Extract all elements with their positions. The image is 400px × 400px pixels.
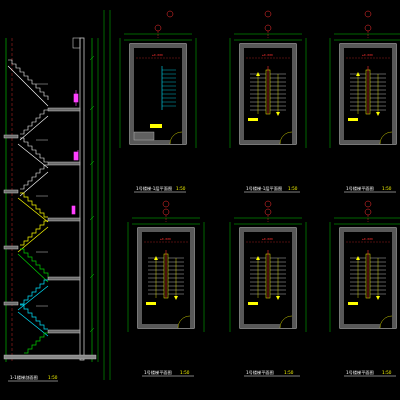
plan-top-1-scale: 1:50 bbox=[176, 186, 186, 191]
plan-bottom-1-caption: 1号楼梯平面图 1:50 bbox=[142, 369, 194, 377]
section-dim-ticks bbox=[89, 55, 95, 333]
plan-top-3-title: 1号楼梯平面图 bbox=[346, 185, 374, 192]
plan-bottom-3-caption: 1号楼梯平面图 1:50 bbox=[344, 369, 396, 377]
plan-top-2-caption: 1号楼梯-1层平面图 1:50 bbox=[244, 185, 300, 193]
section-scale: 1:50 bbox=[48, 375, 58, 380]
plan-bottom-2-scale: 1:50 bbox=[284, 370, 294, 375]
plan-bottom-2-title: 1号楼梯平面图 bbox=[246, 369, 274, 376]
lower-stair-flights bbox=[17, 192, 49, 354]
level-marks bbox=[36, 83, 48, 307]
stair-section-drawing: 1-1楼梯剖面图 1:50 bbox=[3, 37, 99, 382]
plan-top-3-caption: 1号楼梯平面图 1:50 bbox=[344, 185, 396, 193]
plan-bottom-3-title: 1号楼梯平面图 bbox=[346, 369, 374, 376]
upper-stair-flights bbox=[7, 59, 49, 197]
axis-bubbles bbox=[162, 10, 372, 208]
plan-top-1-title: 1号楼梯-1层平面图 bbox=[136, 185, 172, 192]
floor-slabs bbox=[3, 107, 81, 334]
plan-top-2-title: 1号楼梯-1层平面图 bbox=[246, 185, 282, 192]
plan-bottom-3-scale: 1:50 bbox=[382, 370, 392, 375]
plan-bottom-1-scale: 1:50 bbox=[180, 370, 190, 375]
plan-bottom-2-caption: 1号楼梯平面图 1:50 bbox=[244, 369, 300, 377]
plan-top-2-scale: 1:50 bbox=[288, 186, 298, 191]
section-handrails bbox=[71, 90, 79, 215]
plan-bottom-1-title: 1号楼梯平面图 bbox=[144, 369, 172, 376]
plan-top-1 bbox=[119, 24, 197, 149]
section-caption: 1-1楼梯剖面图 bbox=[10, 374, 38, 381]
plan-top-1-caption: 1号楼梯-1层平面图 1:50 bbox=[134, 185, 186, 193]
plan-top-3-scale: 1:50 bbox=[382, 186, 392, 191]
